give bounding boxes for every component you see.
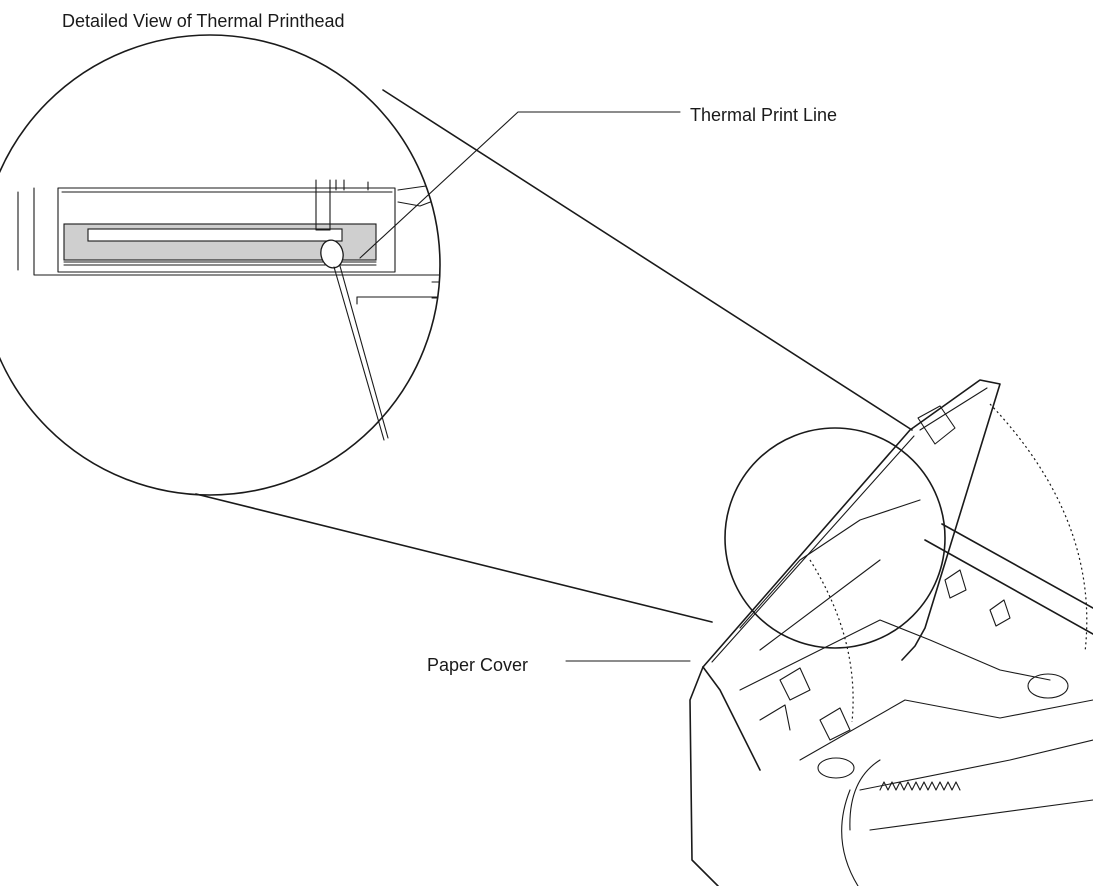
cover-swing-arc [989, 403, 1088, 653]
inner-swing-arc [809, 559, 854, 723]
printhead-detail [17, 179, 440, 305]
magnifier-connector-lines [195, 89, 913, 623]
thermal-print-line-label: Thermal Print Line [690, 105, 838, 125]
detail-view-title: Detailed View of Thermal Printhead [62, 11, 345, 31]
zoom-source-circle [724, 427, 946, 649]
cleaning-swab [320, 239, 389, 441]
detail-view-circle [0, 34, 441, 496]
paper-cover-label: Paper Cover [427, 655, 529, 675]
print-line-leader [359, 111, 681, 259]
printer-body [689, 379, 1093, 886]
